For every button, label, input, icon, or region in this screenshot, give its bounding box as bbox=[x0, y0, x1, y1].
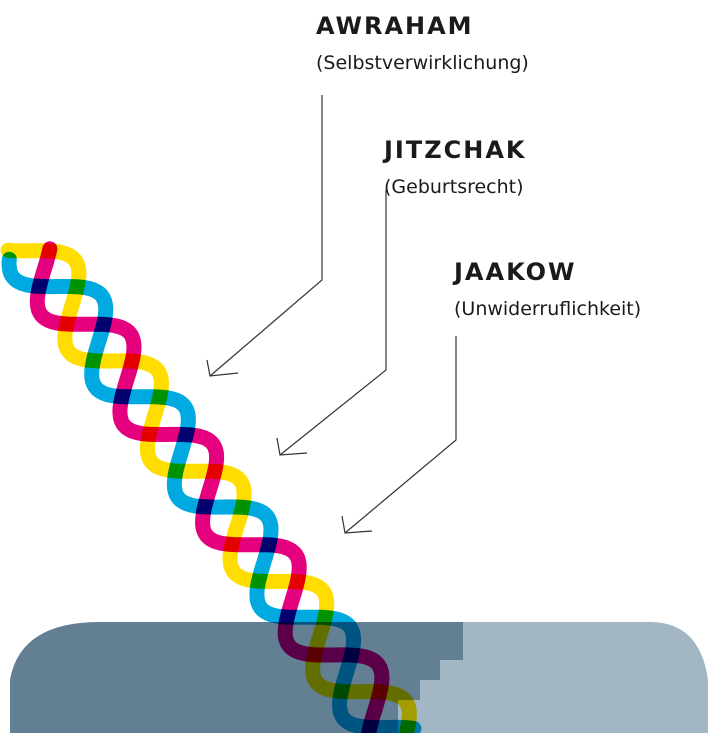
yellow-strand bbox=[0, 242, 417, 733]
label-jitzchak: JITZCHAK (Geburtsrecht) bbox=[382, 136, 527, 198]
pointer-jitzchak bbox=[276, 190, 387, 456]
ground-dark bbox=[10, 622, 463, 733]
label-jaakow-name: JAAKOW bbox=[452, 258, 576, 286]
pointer-awraham bbox=[206, 95, 323, 377]
pointer-lines bbox=[206, 95, 457, 534]
magenta-strand bbox=[29, 241, 390, 733]
label-jaakow: JAAKOW (Unwiderruflichkeit) bbox=[452, 258, 641, 320]
cyan-strand bbox=[1, 251, 422, 733]
label-awraham-subtitle: (Selbstverwirklichung) bbox=[316, 52, 529, 74]
label-awraham: AWRAHAM (Selbstverwirklichung) bbox=[316, 12, 529, 74]
label-jaakow-subtitle: (Unwiderruflichkeit) bbox=[454, 298, 641, 320]
helix bbox=[0, 241, 422, 733]
label-jitzchak-subtitle: (Geburtsrecht) bbox=[384, 176, 524, 198]
pointer-jaakow bbox=[341, 336, 457, 534]
label-awraham-name: AWRAHAM bbox=[316, 12, 474, 40]
label-jitzchak-name: JITZCHAK bbox=[382, 136, 527, 164]
